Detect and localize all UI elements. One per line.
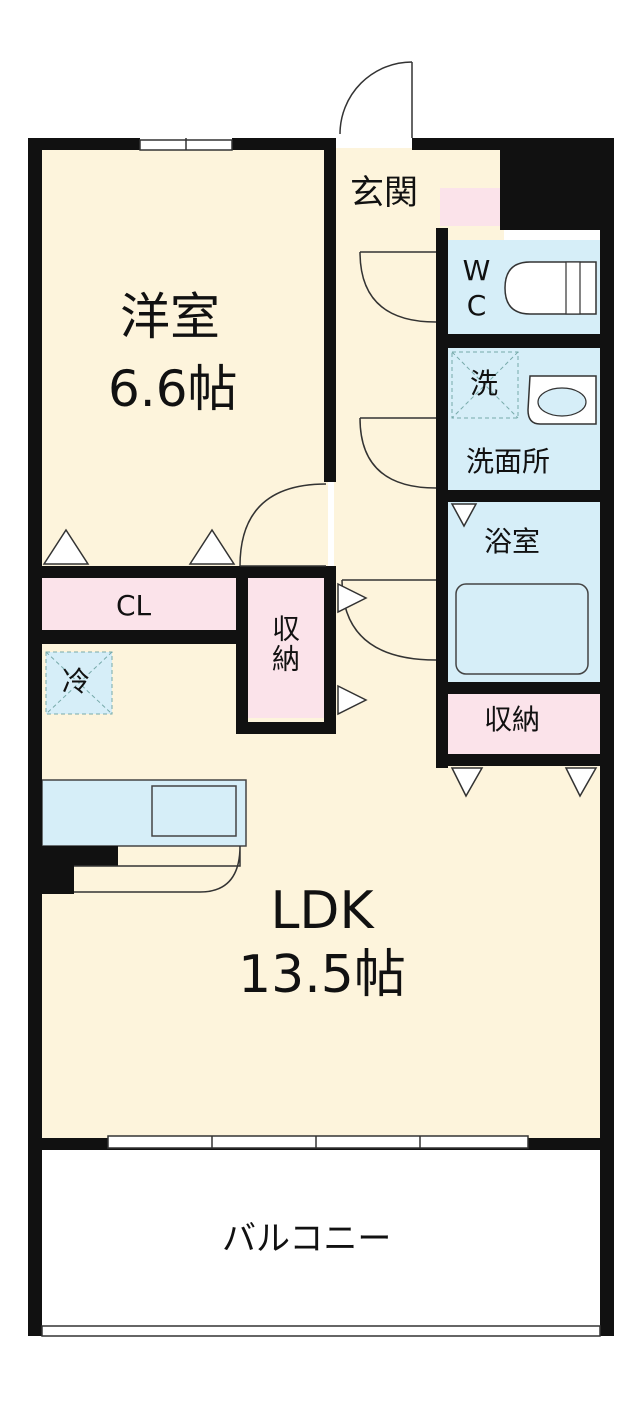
closet-floor [40, 578, 240, 632]
ldk-size: 13.5帖 [238, 945, 406, 1005]
toilet-label: WC [460, 254, 493, 324]
washer-cross [451, 351, 519, 419]
storage-center-floor [248, 578, 330, 718]
bathtub [455, 583, 589, 675]
toilet-fixture [504, 261, 597, 315]
washer-cross [451, 351, 519, 419]
storage-right-floor [446, 692, 600, 754]
ldk-name: LDK [270, 881, 374, 941]
bathroom-label: 浴室 [484, 525, 541, 558]
windows [41, 138, 601, 1337]
western-room-floor [40, 148, 328, 568]
storage-right-label: 収納 [484, 703, 541, 736]
fridge-cross [45, 651, 113, 715]
shoe-box [440, 188, 500, 226]
closet-label: CL [116, 589, 152, 622]
western-room-size: 6.6帖 [108, 360, 238, 418]
balcony-label: バルコニー [222, 1219, 392, 1259]
fridge-label: 冷 [62, 665, 91, 698]
toilet-tank [565, 261, 581, 315]
washroom-label: 洗面所 [466, 445, 551, 478]
western-room-name: 洋室 [120, 288, 220, 346]
storage-center-label: 収納 [268, 614, 301, 674]
basin-bowl [537, 387, 587, 417]
entrance-label: 玄関 [350, 173, 418, 213]
closet-doors [42, 503, 598, 798]
kitchen-sink [151, 785, 237, 837]
washer-label: 洗 [470, 367, 499, 400]
